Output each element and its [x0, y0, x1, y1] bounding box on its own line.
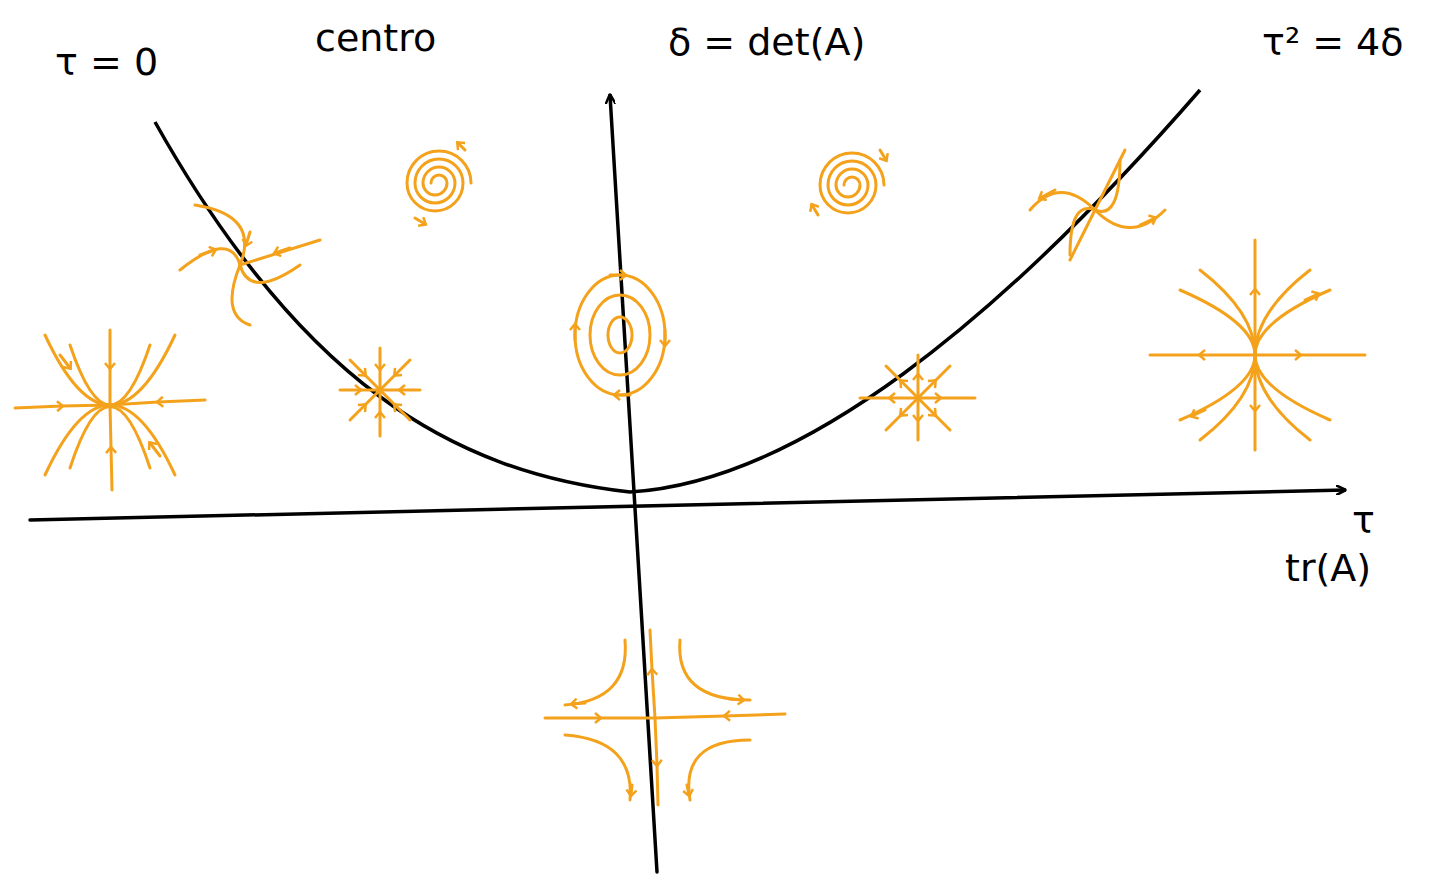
curve-equation-label: τ² = 4δ [1262, 22, 1404, 64]
center-portrait [575, 275, 665, 395]
star-node-portrait [860, 355, 975, 440]
axis-title: tr(A) [1285, 548, 1371, 590]
stable-spiral-portrait [407, 143, 471, 224]
degenerate-node-portrait [180, 205, 320, 325]
saddle-portrait [545, 630, 785, 805]
region-label: centro [315, 18, 436, 60]
star-node-portrait [340, 348, 420, 436]
stable-node-portrait [15, 330, 205, 490]
axis-title: δ = det(A) [668, 22, 865, 64]
unstable-node-portrait [1150, 240, 1365, 450]
trace-axis [30, 490, 1345, 520]
degenerate-node-portrait [1030, 150, 1165, 260]
unstable-spiral-portrait [812, 150, 886, 215]
axis-equation-label: τ = 0 [55, 42, 158, 84]
axis-symbol: τ [1352, 500, 1375, 542]
parabola [155, 90, 1200, 492]
